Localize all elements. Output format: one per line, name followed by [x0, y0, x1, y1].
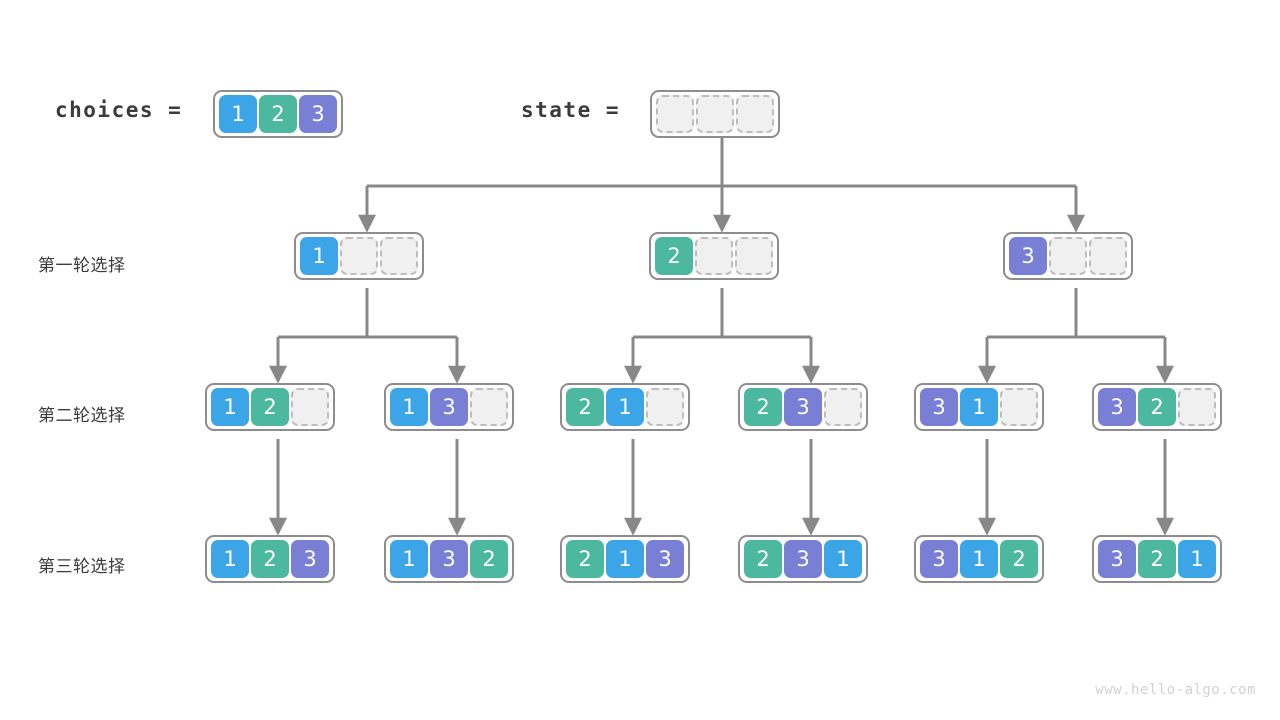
round-3-node-3-slot-0: 2	[566, 540, 604, 578]
round-3-node-6-slot-0: 3	[1098, 540, 1136, 578]
round-3-node-4-slot-1: 3	[784, 540, 822, 578]
round-3-node-2-slot-2: 2	[470, 540, 508, 578]
state-node-round-1-1: 1	[294, 232, 424, 280]
round-2-node-3-slot-1: 1	[606, 388, 644, 426]
round-2-node-2-slot-2-empty	[470, 388, 508, 426]
choices-slot-1: 2	[259, 95, 297, 133]
round-2-node-6-slot-2-empty	[1178, 388, 1216, 426]
round-3-node-6-slot-2: 1	[1178, 540, 1216, 578]
round-1-node-3-slot-2-empty	[1089, 237, 1127, 275]
round-3-node-1-slot-1: 2	[251, 540, 289, 578]
choices-slot-2: 3	[299, 95, 337, 133]
row-label-round-2: 第二轮选择	[38, 406, 126, 426]
round-1-node-2-slot-0: 2	[655, 237, 693, 275]
round-2-node-1-slot-2-empty	[291, 388, 329, 426]
round-2-node-4-slot-2-empty	[824, 388, 862, 426]
state-node-round-1-2: 2	[649, 232, 779, 280]
round-2-node-4-slot-1: 3	[784, 388, 822, 426]
round-3-node-6-slot-1: 2	[1138, 540, 1176, 578]
round-2-node-2-slot-0: 1	[390, 388, 428, 426]
round-1-node-1-slot-1-empty	[340, 237, 378, 275]
choices-label: choices =	[55, 98, 183, 122]
round-2-node-5-slot-2-empty	[1000, 388, 1038, 426]
state-node-round-1-3: 3	[1003, 232, 1133, 280]
round-2-node-1-slot-1: 2	[251, 388, 289, 426]
round-1-node-1-slot-2-empty	[380, 237, 418, 275]
round-2-node-3-slot-0: 2	[566, 388, 604, 426]
round-3-node-1-slot-0: 1	[211, 540, 249, 578]
round-3-node-4-slot-2: 1	[824, 540, 862, 578]
state-slot-2-empty	[736, 95, 774, 133]
watermark: www.hello-algo.com	[1095, 682, 1256, 698]
round-3-node-1-slot-2: 3	[291, 540, 329, 578]
state-slot-1-empty	[696, 95, 734, 133]
round-1-node-1-slot-0: 1	[300, 237, 338, 275]
round-1-node-2-slot-1-empty	[695, 237, 733, 275]
round-2-node-5-slot-0: 3	[920, 388, 958, 426]
round-1-node-3-slot-0: 3	[1009, 237, 1047, 275]
state-label: state =	[521, 98, 621, 122]
round-3-node-4-slot-0: 2	[744, 540, 782, 578]
state-slot-0-empty	[656, 95, 694, 133]
state-array	[650, 90, 780, 138]
round-2-node-2-slot-1: 3	[430, 388, 468, 426]
round-3-node-5-slot-1: 1	[960, 540, 998, 578]
round-3-node-2-slot-1: 3	[430, 540, 468, 578]
round-2-node-5-slot-1: 1	[960, 388, 998, 426]
row-label-round-3: 第三轮选择	[38, 557, 126, 577]
round-3-node-3-slot-2: 3	[646, 540, 684, 578]
round-2-node-6-slot-0: 3	[1098, 388, 1136, 426]
round-2-node-3-slot-2-empty	[646, 388, 684, 426]
round-1-node-3-slot-1-empty	[1049, 237, 1087, 275]
round-1-node-2-slot-2-empty	[735, 237, 773, 275]
row-label-round-1: 第一轮选择	[38, 256, 126, 276]
round-3-node-3-slot-1: 1	[606, 540, 644, 578]
round-3-node-5-slot-0: 3	[920, 540, 958, 578]
choices-slot-0: 1	[219, 95, 257, 133]
round-2-node-6-slot-1: 2	[1138, 388, 1176, 426]
round-3-node-2-slot-0: 1	[390, 540, 428, 578]
round-3-node-5-slot-2: 2	[1000, 540, 1038, 578]
round-2-node-1-slot-0: 1	[211, 388, 249, 426]
round-2-node-4-slot-0: 2	[744, 388, 782, 426]
